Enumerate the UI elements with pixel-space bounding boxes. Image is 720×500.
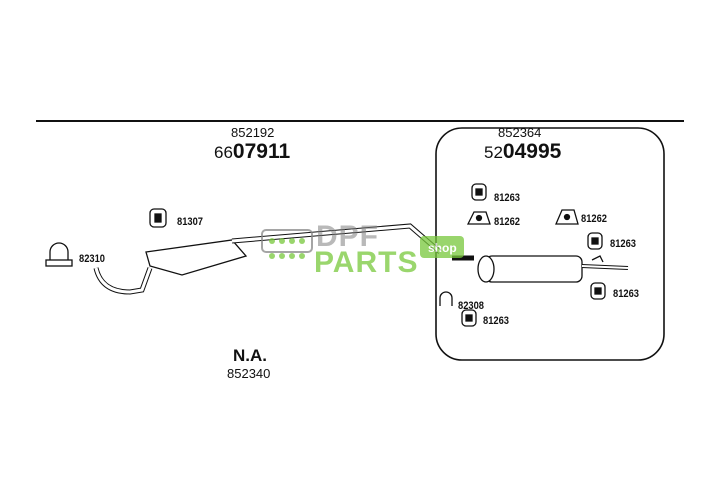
rubber-hanger-icon [471, 183, 487, 201]
rubber-hanger-icon [587, 232, 603, 250]
part-label-hanger-r4: 81263 [483, 315, 510, 327]
right-group-reference: 5204995 [484, 140, 561, 164]
right-ref-main: 04995 [502, 140, 562, 163]
rubber-hanger-icon [149, 208, 167, 228]
part-label-clamp-left: 82310 [79, 253, 106, 265]
part-label-bracket-r1: 81262 [494, 216, 521, 228]
part-label-clamp-mid: 82308 [458, 300, 485, 312]
watermark-logo: shop [261, 229, 464, 259]
not-available-code: 852340 [227, 366, 271, 381]
svg-text:shop: shop [428, 241, 457, 255]
rear-silencer-assembly [452, 255, 629, 283]
middle-silencer [145, 239, 248, 276]
right-ref-prefix: 52 [484, 143, 503, 162]
mounting-bracket-icon [466, 211, 491, 225]
rear-silencer [485, 255, 583, 283]
watermark-text-1: DPF [316, 220, 379, 253]
part-label-hanger-left: 81307 [177, 216, 204, 228]
watermark-text-2: PARTS [314, 246, 419, 279]
not-available-label: N.A. [233, 346, 267, 365]
part-label-hanger-r1: 81263 [494, 192, 521, 204]
rubber-hanger-icon [461, 309, 477, 327]
u-clamp-icon [45, 242, 73, 267]
u-clamp-icon [439, 291, 453, 306]
right-group-code: 852364 [498, 125, 542, 140]
part-label-bracket-r2: 81262 [581, 213, 608, 225]
mounting-bracket-icon [555, 209, 579, 225]
left-group-code: 852192 [231, 125, 275, 140]
left-ref-prefix: 66 [214, 143, 233, 162]
left-group-reference: 6607911 [214, 140, 290, 164]
rubber-hanger-icon [590, 282, 606, 300]
left-ref-main: 07911 [232, 140, 291, 163]
part-label-hanger-r3: 81263 [613, 288, 640, 300]
part-label-hanger-r2: 81263 [610, 238, 637, 250]
